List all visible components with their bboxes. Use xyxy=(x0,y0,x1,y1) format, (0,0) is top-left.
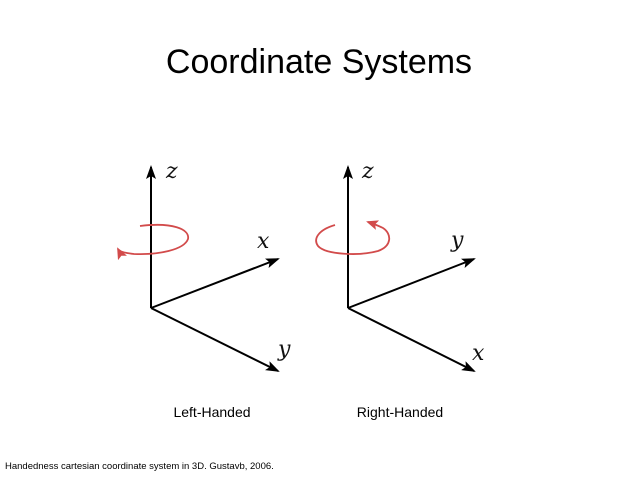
image-credit: Handedness cartesian coordinate system i… xyxy=(5,461,274,472)
left-z-label: z xyxy=(165,159,178,184)
left-y-axis xyxy=(150,307,280,372)
right-x-axis xyxy=(347,307,476,372)
right-y-axis xyxy=(347,258,476,309)
left-x-axis xyxy=(150,258,280,309)
right-y-label: y xyxy=(450,228,464,253)
left-rotation-arrow xyxy=(117,224,189,261)
right-rotation-arrow xyxy=(315,220,391,255)
left-x-label: x xyxy=(257,229,270,254)
slide-title: Coordinate Systems xyxy=(165,43,473,81)
left-handed-diagram: z x y xyxy=(117,159,291,372)
right-z-label: z xyxy=(361,159,374,184)
left-handed-caption: Left-Handed xyxy=(173,404,251,420)
right-handed-caption: Right-Handed xyxy=(356,404,444,420)
right-handed-diagram: z y x xyxy=(315,159,485,372)
left-y-label: y xyxy=(277,337,291,362)
right-x-label: x xyxy=(472,341,485,366)
